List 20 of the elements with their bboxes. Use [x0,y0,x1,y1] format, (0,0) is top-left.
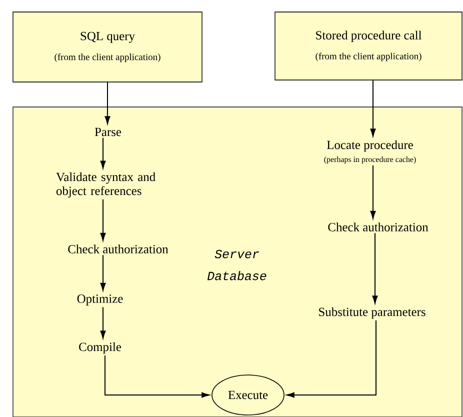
container-label: Server Database [207,250,266,280]
step-text: Check authorization [328,222,428,232]
step-text: Validate syntax and object references [56,172,156,198]
arrow [100,198,106,241]
step-text: Substitute parameters [319,307,426,319]
arrow [100,137,106,169]
input-box: SQL query (from the client application) [12,12,202,82]
step-text: Optimize [77,294,123,306]
step-text: Compile [79,342,122,354]
arrow [104,82,110,124]
arrow [370,80,376,137]
arrow [286,320,376,398]
arrow [100,254,106,291]
step-text: Check authorization [68,244,168,254]
arrow [104,354,210,398]
arrow [372,232,378,304]
arrow [370,164,376,219]
step-text: Parse [94,128,122,136]
input-box: Stored procedure call (from the client application) [274,12,462,80]
arrow [100,306,106,339]
